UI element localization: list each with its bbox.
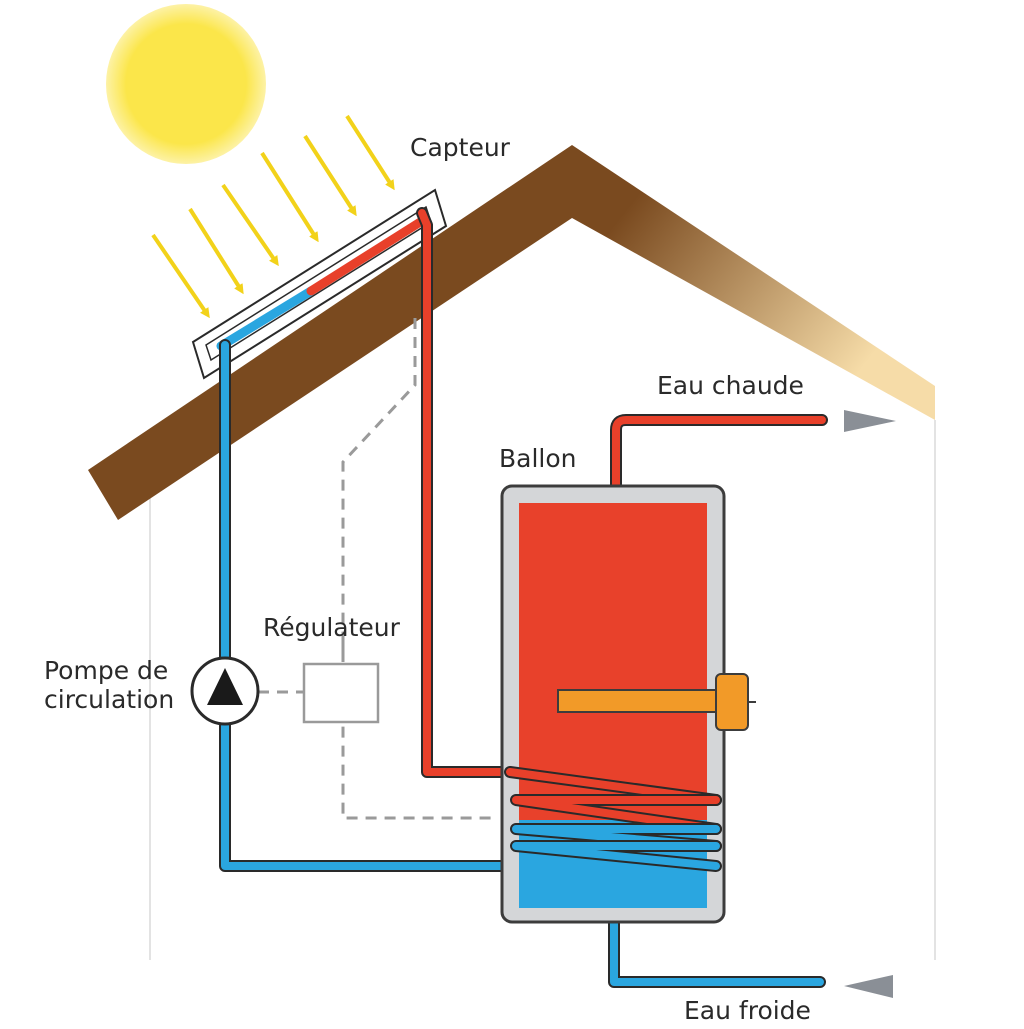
sun-ray (188, 207, 244, 295)
label-regulator: Régulateur (263, 613, 400, 642)
collector-cold-section (216, 286, 316, 351)
hot-water-outlet-pipe (610, 414, 828, 492)
heating-element-icon (557, 673, 756, 731)
label-pump-line2: circulation (44, 684, 175, 714)
cold-water-arrow-icon (844, 975, 893, 998)
sun-icon (106, 4, 266, 164)
control-lines (258, 318, 498, 820)
house-outline (149, 420, 936, 960)
pump-icon (190, 656, 260, 726)
sun-ray (151, 233, 210, 319)
label-collector: Capteur (410, 133, 510, 162)
hot-water-arrow-icon (844, 410, 896, 432)
heat-exchanger-coil (504, 766, 722, 872)
label-hot-water: Eau chaude (657, 371, 804, 400)
label-tank: Ballon (499, 444, 577, 473)
sun-ray (221, 183, 279, 267)
sun-rays (151, 114, 395, 319)
collector-hot-section (306, 214, 430, 296)
sun-ray (303, 134, 357, 217)
tank-hot-zone (519, 503, 707, 820)
regulator-box (302, 662, 380, 724)
cold-water-inlet-pipe (608, 916, 826, 988)
label-cold-water: Eau froide (684, 996, 811, 1025)
sun-ray (345, 114, 395, 191)
roof (88, 145, 935, 520)
sun-ray (260, 151, 319, 243)
label-pump-line1: Pompe de (44, 656, 169, 685)
label-pump: Pompe de circulation (44, 656, 175, 715)
